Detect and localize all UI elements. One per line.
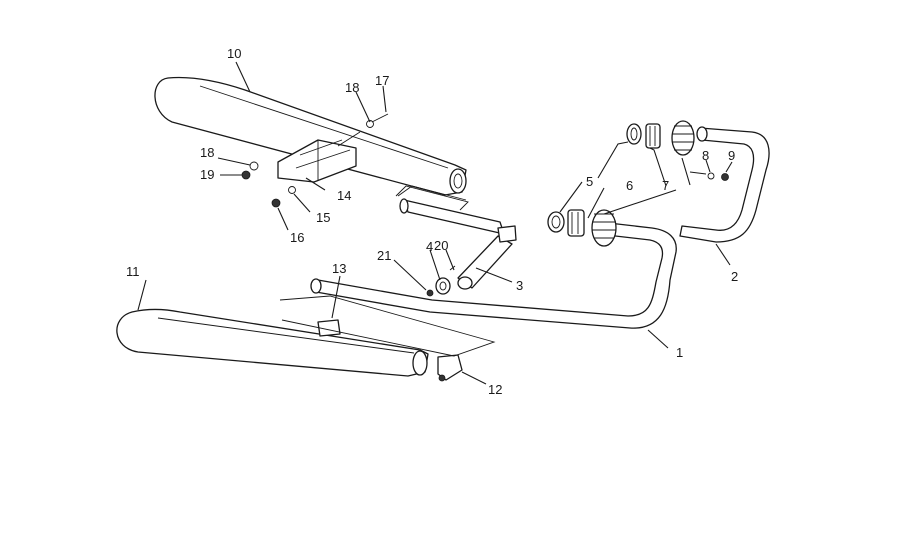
callout-6: 6 xyxy=(626,178,633,193)
pipe-clamp xyxy=(426,265,456,297)
lower-silencer-clamp xyxy=(437,354,463,382)
callout-14: 14 xyxy=(337,188,351,203)
callout-19: 19 xyxy=(200,167,214,182)
callout-3: 3 xyxy=(516,278,523,293)
callout-15: 15 xyxy=(316,210,330,225)
callout-16: 16 xyxy=(290,230,304,245)
callout-12: 12 xyxy=(488,382,502,397)
callout-18-lower: 18 xyxy=(200,145,214,160)
mount-plate-outlines xyxy=(279,185,496,357)
upper-silencer xyxy=(154,76,467,196)
mount-hardware xyxy=(241,113,389,208)
callout-18-upper: 18 xyxy=(345,80,359,95)
exhaust-pipe-2 xyxy=(679,126,770,243)
callout-20: 20 xyxy=(434,238,448,253)
callout-4: 4 xyxy=(426,239,433,254)
flange-group-upper xyxy=(626,120,695,156)
upper-silencer-bracket xyxy=(277,139,357,183)
leader-lines xyxy=(137,61,733,385)
callout-7: 7 xyxy=(662,178,669,193)
callout-labels: 1 2 3 4 5 6 7 8 9 10 11 12 13 14 15 16 1… xyxy=(126,46,738,397)
callout-5: 5 xyxy=(586,174,593,189)
callout-8: 8 xyxy=(702,148,709,163)
lower-silencer xyxy=(116,308,429,377)
callout-11: 11 xyxy=(126,264,140,279)
callout-13: 13 xyxy=(332,261,346,276)
callout-1: 1 xyxy=(676,345,683,360)
callout-21: 21 xyxy=(377,248,391,263)
bolt-washer-nut xyxy=(689,171,729,181)
callout-9: 9 xyxy=(728,148,735,163)
connecting-pipe xyxy=(397,185,517,290)
callout-17: 17 xyxy=(375,73,389,88)
flange-group-lower xyxy=(547,209,617,247)
callout-2: 2 xyxy=(731,269,738,284)
callout-10: 10 xyxy=(227,46,241,61)
